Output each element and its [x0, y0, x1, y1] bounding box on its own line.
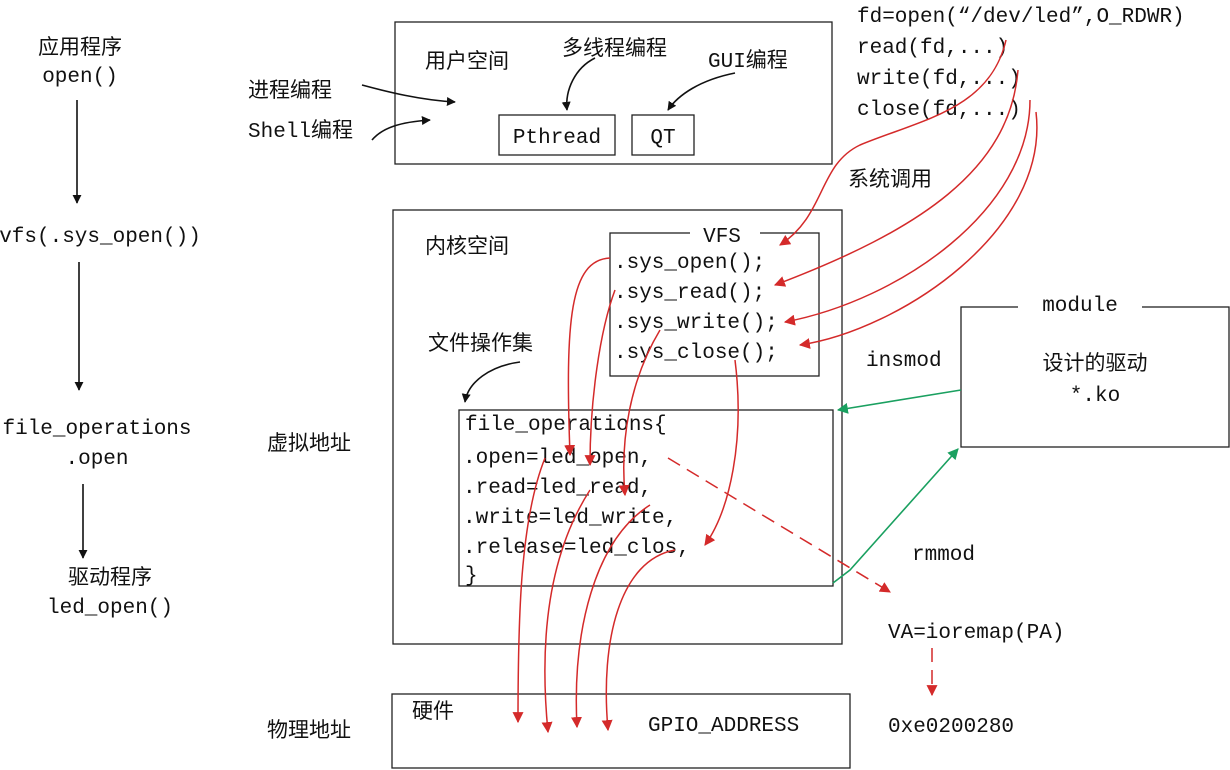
arrow-sys-write-to-led-write	[618, 329, 661, 497]
arrow-read-to-sys-read	[773, 69, 1019, 287]
arrow-led-write-to-gpio	[571, 504, 651, 729]
flow-driver-call: led_open()	[47, 597, 173, 620]
arrow-rmmod	[832, 448, 959, 584]
fops-line: .open=led_open,	[463, 447, 652, 470]
arrow-close-to-sys-close	[798, 111, 1038, 349]
module-title: module	[1042, 295, 1118, 318]
fops-line: .read=led_read,	[463, 477, 652, 500]
fops-line: }	[465, 565, 478, 588]
address-value: 0xe0200280	[888, 716, 1014, 739]
kernel-space-box	[392, 209, 843, 645]
ioremap-label: VA=ioremap(PA)	[888, 622, 1064, 645]
module-file: *.ko	[1070, 385, 1120, 408]
arrow-led-read-to-gpio	[541, 489, 591, 734]
fops-line: .release=led_clos,	[463, 537, 690, 560]
multithread-label: 多线程编程	[562, 36, 667, 60]
arrow-sys-read-to-led-read	[584, 289, 616, 467]
user-space-title: 用户空间	[425, 49, 509, 73]
syscall-close: close(fd,...)	[857, 99, 1021, 122]
arrow-fops-to-ioremap	[667, 457, 891, 593]
module-box	[960, 306, 1230, 448]
gui-arrow	[667, 72, 736, 111]
flow-driver-label: 驱动程序	[68, 565, 152, 589]
flow-fops: file_operations	[2, 418, 191, 441]
pthread-box	[498, 114, 616, 156]
flow-app-call: open()	[42, 66, 118, 89]
vfs-title: VFS	[703, 226, 741, 249]
physical-address-label: 物理地址	[267, 718, 351, 742]
qt-box	[631, 114, 695, 156]
virtual-address-label: 虚拟地址	[267, 431, 351, 455]
fops-label: 文件操作集	[428, 331, 533, 355]
vfs-sys-close: .sys_close();	[614, 342, 778, 365]
gui-label: GUI编程	[708, 49, 788, 74]
fops-label-arrow	[461, 361, 521, 403]
fops-box	[458, 409, 834, 587]
kernel-space-title: 内核空间	[425, 234, 509, 258]
arrow-led-open-to-gpio	[512, 457, 546, 724]
qt-label: QT	[650, 127, 675, 150]
pthread-label: Pthread	[513, 127, 601, 150]
arrow-write-to-sys-write	[783, 99, 1031, 326]
flow-app-label: 应用程序	[38, 35, 122, 59]
flow-fops-member: .open	[65, 448, 128, 471]
syscall-read: read(fd,...)	[857, 37, 1008, 60]
flow-vfs: vfs(.sys_open())	[0, 226, 201, 249]
process-arrow	[361, 84, 456, 107]
vfs-sys-open: .sys_open();	[614, 252, 765, 275]
multithread-arrow	[561, 57, 596, 111]
syscall-label: 系统调用	[848, 168, 932, 193]
syscall-open: fd=open(“/dev/led”,O_RDWR)	[857, 6, 1185, 29]
fops-line: .write=led_write,	[463, 507, 677, 530]
shell-label: Shell编程	[248, 119, 353, 144]
arrow-insmod	[836, 389, 962, 414]
process-label: 进程编程	[248, 79, 332, 104]
vfs-sys-read: .sys_read();	[614, 282, 765, 305]
arrow-open-to-sys-open	[779, 39, 1007, 246]
shell-arrow	[371, 116, 431, 141]
syscall-write: write(fd,...)	[857, 68, 1021, 91]
rmmod-label: rmmod	[912, 544, 975, 567]
arrow-sys-open-to-led-open	[564, 257, 611, 457]
vfs-sys-write: .sys_write();	[614, 312, 778, 335]
insmod-label: insmod	[866, 350, 942, 373]
hardware-box	[391, 693, 851, 769]
module-desc: 设计的驱动	[1043, 351, 1148, 375]
gpio-address-label: GPIO_ADDRESS	[648, 715, 799, 738]
arrow-led-close-to-gpio	[601, 549, 676, 732]
fops-line: file_operations{	[465, 414, 667, 437]
arrow-sys-close-to-led-close	[704, 359, 739, 546]
hardware-title: 硬件	[412, 699, 454, 723]
